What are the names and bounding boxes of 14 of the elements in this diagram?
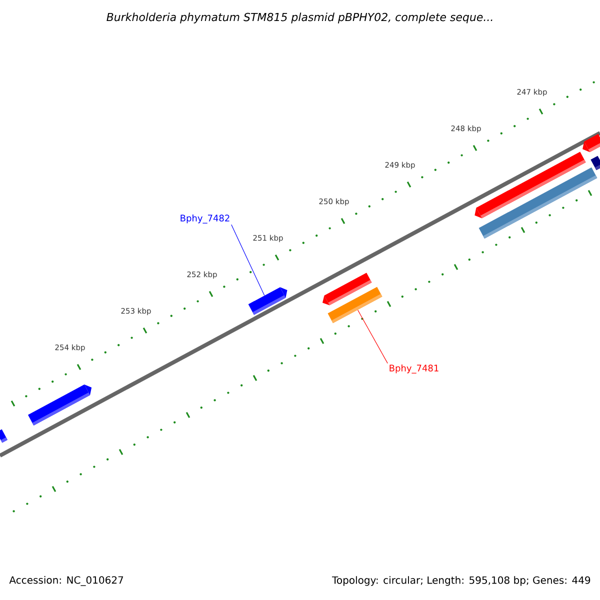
gene-feature — [248, 287, 288, 315]
title: Burkholderia phymatum STM815 plasmid pBPHY02, complete seque... — [106, 12, 492, 24]
leader-line — [358, 310, 388, 364]
gene-feature — [582, 134, 600, 152]
gene-label: Bphy_7482 — [180, 214, 230, 224]
gene-feature — [0, 429, 8, 443]
gene-feature — [478, 167, 598, 239]
summary-text: Topology: circular; Length: 595,108 bp; Genes: 449 — [332, 576, 590, 586]
gene-label: Bphy_7481 — [390, 364, 438, 374]
leader-line — [231, 224, 265, 296]
gene-feature — [590, 156, 600, 170]
gene-feature — [28, 384, 92, 426]
accession-text: Accession: NC_010627 — [9, 576, 124, 586]
gene-feature — [328, 286, 382, 324]
